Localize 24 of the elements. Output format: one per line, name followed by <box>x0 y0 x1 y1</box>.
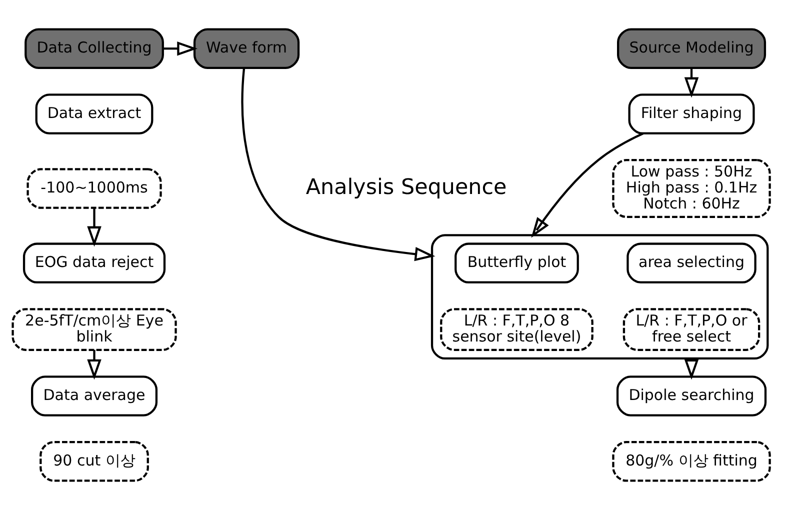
node-box: L/R : F,T,P,O or free select <box>622 308 760 350</box>
node-box: Filter shaping <box>628 93 755 134</box>
node-box: -100~1000ms <box>26 168 162 208</box>
node-box: Data extract <box>35 93 154 134</box>
node-box: L/R : F,T,P,O 8 sensor site(level) <box>440 308 594 350</box>
node-box: EOG data reject <box>22 242 166 283</box>
arrow <box>531 132 644 238</box>
arrow <box>241 68 436 261</box>
node-box: Wave form <box>193 28 300 68</box>
label: Analysis Sequence <box>306 174 507 200</box>
node-box: area selecting <box>626 242 756 283</box>
node-box: Low pass : 50Hz High pass : 0.1Hz Notch : 60Hz <box>612 158 771 218</box>
node-box: Butterfly plot <box>454 242 579 283</box>
node-box: Source Modeling <box>617 28 766 68</box>
node-box: 80g/% 이상 fitting <box>612 440 771 482</box>
node-box: 2e-5fT/cm이상 Eye blink <box>12 308 177 350</box>
node-box: Dipole searching <box>616 375 767 416</box>
arrow <box>684 67 699 98</box>
arrow <box>87 207 102 246</box>
arrow <box>87 349 102 380</box>
node-box: 90 cut 이상 <box>40 440 149 482</box>
arrow <box>162 40 198 56</box>
node-box: Data Collecting <box>24 28 164 68</box>
node-box: Data average <box>31 375 158 416</box>
